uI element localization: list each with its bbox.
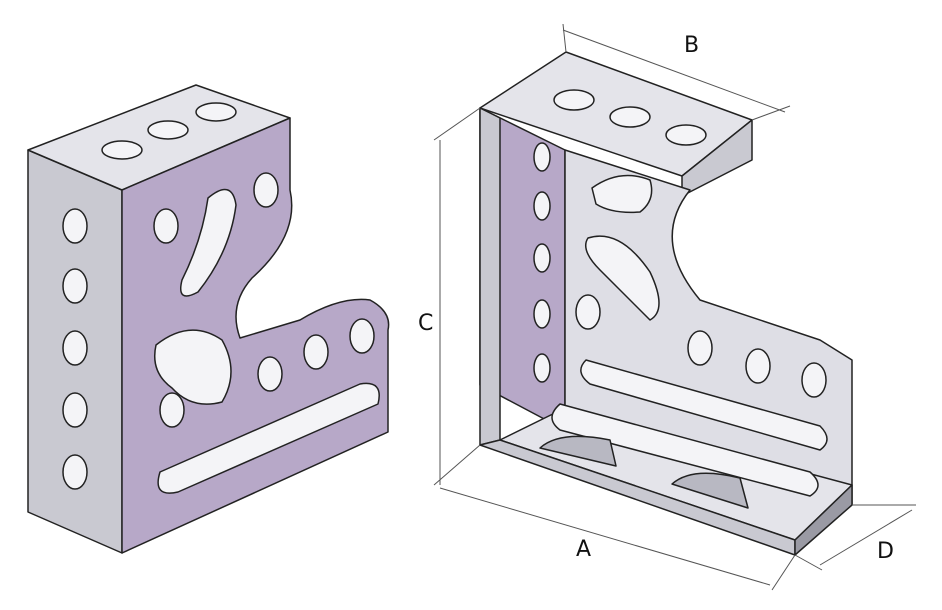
left-plate-round-cutout	[154, 329, 232, 405]
right-plate-back-holes	[533, 142, 551, 383]
dimension-b-line	[562, 29, 786, 113]
back-hole	[533, 142, 551, 172]
right-plate-arc-slot	[585, 235, 660, 321]
gusset-hole	[687, 330, 713, 366]
face-hole	[253, 172, 279, 208]
gusset-hole	[745, 348, 771, 384]
right-plate-t-slot	[539, 435, 617, 467]
top-hole	[609, 106, 651, 128]
side-hole	[62, 392, 88, 428]
dimension-b-ext	[751, 105, 791, 121]
back-hole	[533, 191, 551, 221]
dimension-c-ext	[433, 444, 481, 486]
back-hole	[533, 353, 551, 383]
right-plate-gusset-holes	[575, 294, 827, 398]
face-hole	[349, 318, 375, 354]
back-hole	[533, 299, 551, 329]
right-plate-base-slot	[551, 403, 819, 497]
right-plate-top-holes	[553, 89, 707, 146]
left-plate-arc-slot	[180, 188, 237, 297]
left-plate-top-holes	[101, 102, 237, 160]
dimension-label-d: D	[877, 539, 894, 564]
dimension-label-c: C	[418, 311, 433, 336]
dimension-c-ext	[433, 107, 481, 141]
left-angle-plate	[27, 84, 390, 554]
right-plate-t-slot	[671, 472, 749, 509]
side-hole	[62, 268, 88, 304]
top-hole	[147, 120, 189, 140]
dimension-a-line	[439, 487, 771, 586]
left-plate-side-holes	[62, 208, 88, 490]
left-plate-face-holes	[153, 172, 375, 428]
right-plate-frame-side	[479, 107, 501, 446]
dimension-d-line	[819, 509, 913, 566]
back-hole	[533, 243, 551, 273]
face-hole	[153, 208, 179, 244]
face-hole	[159, 392, 185, 428]
side-hole	[62, 208, 88, 244]
gusset-hole	[801, 362, 827, 398]
left-plate-front-face	[121, 117, 390, 554]
face-hole	[257, 356, 283, 392]
top-hole	[101, 140, 143, 160]
right-plate-long-slot	[580, 359, 828, 451]
right-plate-upper-cutout	[591, 174, 653, 214]
dimension-lines	[433, 23, 916, 591]
top-hole	[665, 124, 707, 146]
dimension-b-ext	[562, 23, 567, 53]
dimension-a-ext	[771, 554, 796, 591]
dimension-d-ext	[794, 554, 823, 571]
side-hole	[62, 330, 88, 366]
gusset-hole	[575, 294, 601, 330]
dimension-label-b: B	[684, 33, 699, 58]
top-hole	[553, 89, 595, 111]
side-hole	[62, 454, 88, 490]
dimension-label-a: A	[576, 537, 591, 562]
top-hole	[195, 102, 237, 122]
face-hole	[303, 334, 329, 370]
right-angle-plate	[479, 51, 853, 556]
left-plate-bottom-slot	[157, 382, 380, 494]
